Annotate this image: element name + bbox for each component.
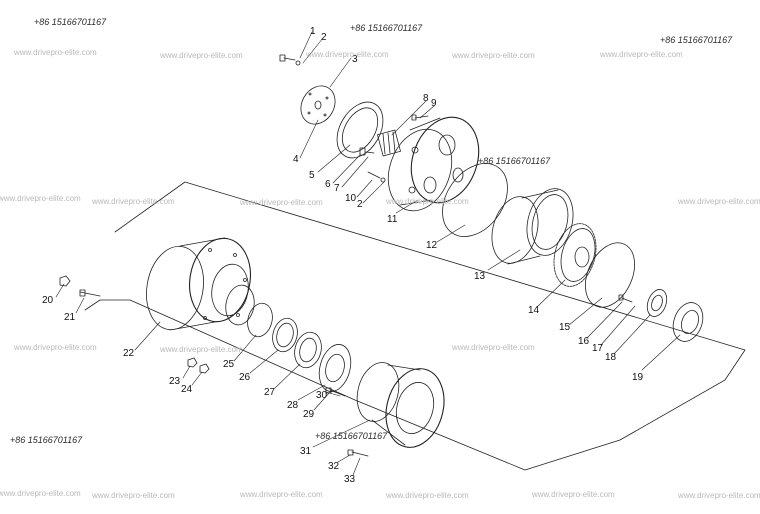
pin-9	[411, 114, 429, 121]
label-6: 6	[325, 179, 331, 190]
label-5: 5	[309, 170, 315, 181]
label-2: 2	[321, 32, 327, 43]
label-33: 33	[344, 474, 356, 485]
watermark: www.drivepro-elite.com	[306, 50, 389, 59]
watermark: www.drivepro-elite.com	[386, 491, 469, 500]
bolt-32	[347, 449, 369, 457]
label-4: 4	[293, 154, 299, 165]
flange-29	[318, 344, 352, 392]
watermark: www.drivepro-elite.com	[532, 490, 615, 499]
label-9: 9	[431, 98, 437, 109]
label-3: 3	[352, 54, 358, 65]
label-19: 19	[632, 372, 644, 383]
bearing-18	[646, 289, 668, 317]
phone-number: +86 15166701167	[10, 435, 83, 445]
label-21: 21	[64, 312, 76, 323]
bearing-27	[294, 331, 322, 369]
label-16: 16	[578, 336, 590, 347]
label-28: 28	[287, 400, 299, 411]
watermark: www.drivepro-elite.com	[240, 490, 323, 499]
part-number-labels: 1 2 3 4 5 6 7 8 9 10 2 11 12 13 14 15 16…	[42, 26, 644, 485]
hub-31	[356, 362, 445, 448]
label-8: 8	[423, 93, 429, 104]
bolt-10	[367, 171, 386, 183]
label-24: 24	[181, 384, 193, 395]
label-18: 18	[605, 352, 617, 363]
seal-25	[247, 302, 273, 338]
label-11: 11	[387, 214, 398, 225]
watermark: www.drivepro-elite.com	[160, 345, 243, 354]
label-23: 23	[169, 376, 181, 387]
nut-23	[187, 357, 198, 368]
label-32: 32	[328, 461, 340, 472]
label-12: 12	[426, 240, 438, 251]
label-13: 13	[474, 271, 486, 282]
phone-number: +86 15166701167	[315, 431, 388, 441]
watermark: www.drivepro-elite.com	[452, 51, 535, 60]
leader-lines	[55, 31, 681, 476]
label-31: 31	[300, 446, 312, 457]
cover-plate-4	[300, 85, 336, 125]
watermark: www.drivepro-elite.com	[386, 197, 469, 206]
ring-26	[272, 317, 298, 353]
watermark: www.drivepro-elite.com	[160, 51, 243, 60]
watermark: www.drivepro-elite.com	[92, 197, 175, 206]
washer-2	[295, 60, 301, 66]
label-14: 14	[528, 305, 540, 316]
phone-number: +86 15166701167	[350, 23, 423, 33]
pin-16	[618, 294, 633, 303]
label-10: 10	[345, 193, 357, 204]
watermark: www.drivepro-elite.com	[0, 489, 81, 498]
watermark: www.drivepro-elite.com	[678, 197, 760, 206]
label-25: 25	[223, 359, 235, 370]
phone-number: +86 15166701167	[478, 156, 551, 166]
plug-20	[59, 275, 71, 287]
label-20: 20	[42, 295, 54, 306]
watermark: www.drivepro-elite.com	[14, 343, 97, 352]
assembly-outline	[84, 181, 746, 471]
label-1: 1	[310, 26, 316, 37]
nut-24	[199, 363, 210, 374]
ring-gear-13	[491, 188, 574, 265]
label-17: 17	[592, 343, 604, 354]
label-15: 15	[559, 322, 571, 333]
gear-disc-14	[553, 223, 597, 287]
phone-number: +86 15166701167	[34, 17, 107, 27]
watermark: www.drivepro-elite.com	[678, 491, 760, 500]
bolt-6-7	[359, 147, 375, 156]
label-30: 30	[316, 390, 328, 401]
spline-shaft-8	[377, 129, 401, 157]
label-2b: 2	[357, 199, 363, 210]
label-27: 27	[264, 387, 276, 398]
watermark: www.drivepro-elite.com	[92, 491, 175, 500]
watermark: www.drivepro-elite.com	[0, 194, 81, 203]
watermark: www.drivepro-elite.com	[600, 50, 683, 59]
housing-22	[146, 237, 255, 331]
watermark: www.drivepro-elite.com	[14, 48, 97, 57]
label-26: 26	[239, 372, 251, 383]
planet-carrier-11	[387, 116, 480, 212]
watermark: www.drivepro-elite.com	[240, 198, 323, 207]
gasket-5	[336, 101, 384, 159]
bolt-21	[79, 289, 101, 297]
label-29: 29	[303, 409, 315, 420]
label-22: 22	[123, 348, 135, 359]
bearing-19	[672, 302, 704, 342]
watermark: www.drivepro-elite.com	[452, 343, 535, 352]
screw-1	[279, 54, 296, 62]
snap-ring-15	[585, 242, 635, 308]
label-7: 7	[334, 183, 340, 194]
phone-number: +86 15166701167	[660, 35, 733, 45]
